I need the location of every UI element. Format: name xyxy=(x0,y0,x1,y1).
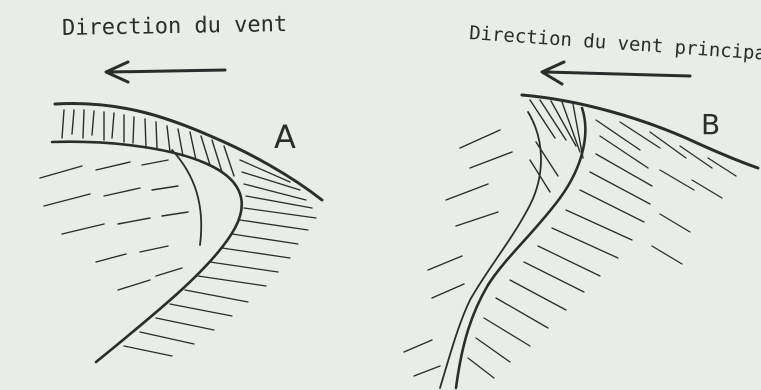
crest-line-b xyxy=(522,95,758,168)
panel-label-b: B xyxy=(701,108,720,141)
slipface-edge-b xyxy=(456,108,585,388)
wind-arrow-a-icon xyxy=(106,62,225,82)
dune-a xyxy=(40,62,322,362)
leeward-dashes-b xyxy=(404,130,512,376)
secondary-line-b xyxy=(440,112,541,388)
wind-direction-label-a: Direction du vent xyxy=(62,12,288,41)
windward-dashes-b xyxy=(620,122,736,264)
slipface-outline-a xyxy=(52,142,242,362)
windward-dashes-a xyxy=(40,160,188,290)
panel-label-a: A xyxy=(274,118,296,156)
wind-arrow-b-icon xyxy=(542,62,690,84)
shoulder-line-a xyxy=(172,150,201,245)
crest-hatching-b xyxy=(530,100,583,192)
